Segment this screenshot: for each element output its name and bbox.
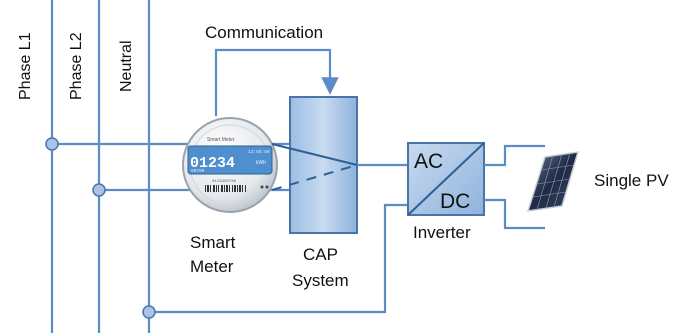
meter-small-value: 56789 xyxy=(191,168,205,174)
smart-meter-label-line1: Smart xyxy=(190,233,236,252)
inverter-ac-label: AC xyxy=(414,150,443,173)
cap-solid-path xyxy=(271,143,358,166)
meter-serial: 0123456789 xyxy=(212,180,237,184)
meter-time: 13:55:59 xyxy=(248,149,270,155)
cap-system-box xyxy=(289,96,358,234)
phase-l2-label: Phase L2 xyxy=(68,32,85,100)
solar-panel-icon xyxy=(526,151,580,212)
meter-unit: kWh xyxy=(256,160,266,166)
barcode-icon xyxy=(205,185,246,192)
neutral-junction xyxy=(142,305,156,319)
pv-negative-wire xyxy=(484,198,545,230)
meter-brand: Smart Meter xyxy=(207,137,235,143)
cap-dashed-path xyxy=(271,164,358,191)
l2-junction xyxy=(92,183,106,197)
smart-meter-label-line2: Meter xyxy=(190,257,234,276)
cap-label-line2: System xyxy=(292,271,349,290)
meter-display xyxy=(187,145,273,175)
inverter-dc-label: DC xyxy=(440,190,470,213)
communication-arrow xyxy=(214,48,339,116)
communication-label: Communication xyxy=(205,23,323,42)
l1-junction xyxy=(45,137,59,151)
neutral-label: Neutral xyxy=(118,40,135,92)
inverter-diagonal xyxy=(407,142,485,216)
meter-reading: 01234 xyxy=(190,155,235,172)
neutral-return-wire xyxy=(149,203,408,314)
pv-positive-wire xyxy=(484,144,545,167)
pv-label: Single PV xyxy=(594,171,669,190)
smart-meter-icon: Smart Meter 13:55:59 01234 kWh 56789 012… xyxy=(182,117,278,213)
cap-label-line1: CAP xyxy=(303,245,338,264)
phase-l1-label: Phase L1 xyxy=(17,32,34,100)
inverter-label: Inverter xyxy=(413,223,471,242)
